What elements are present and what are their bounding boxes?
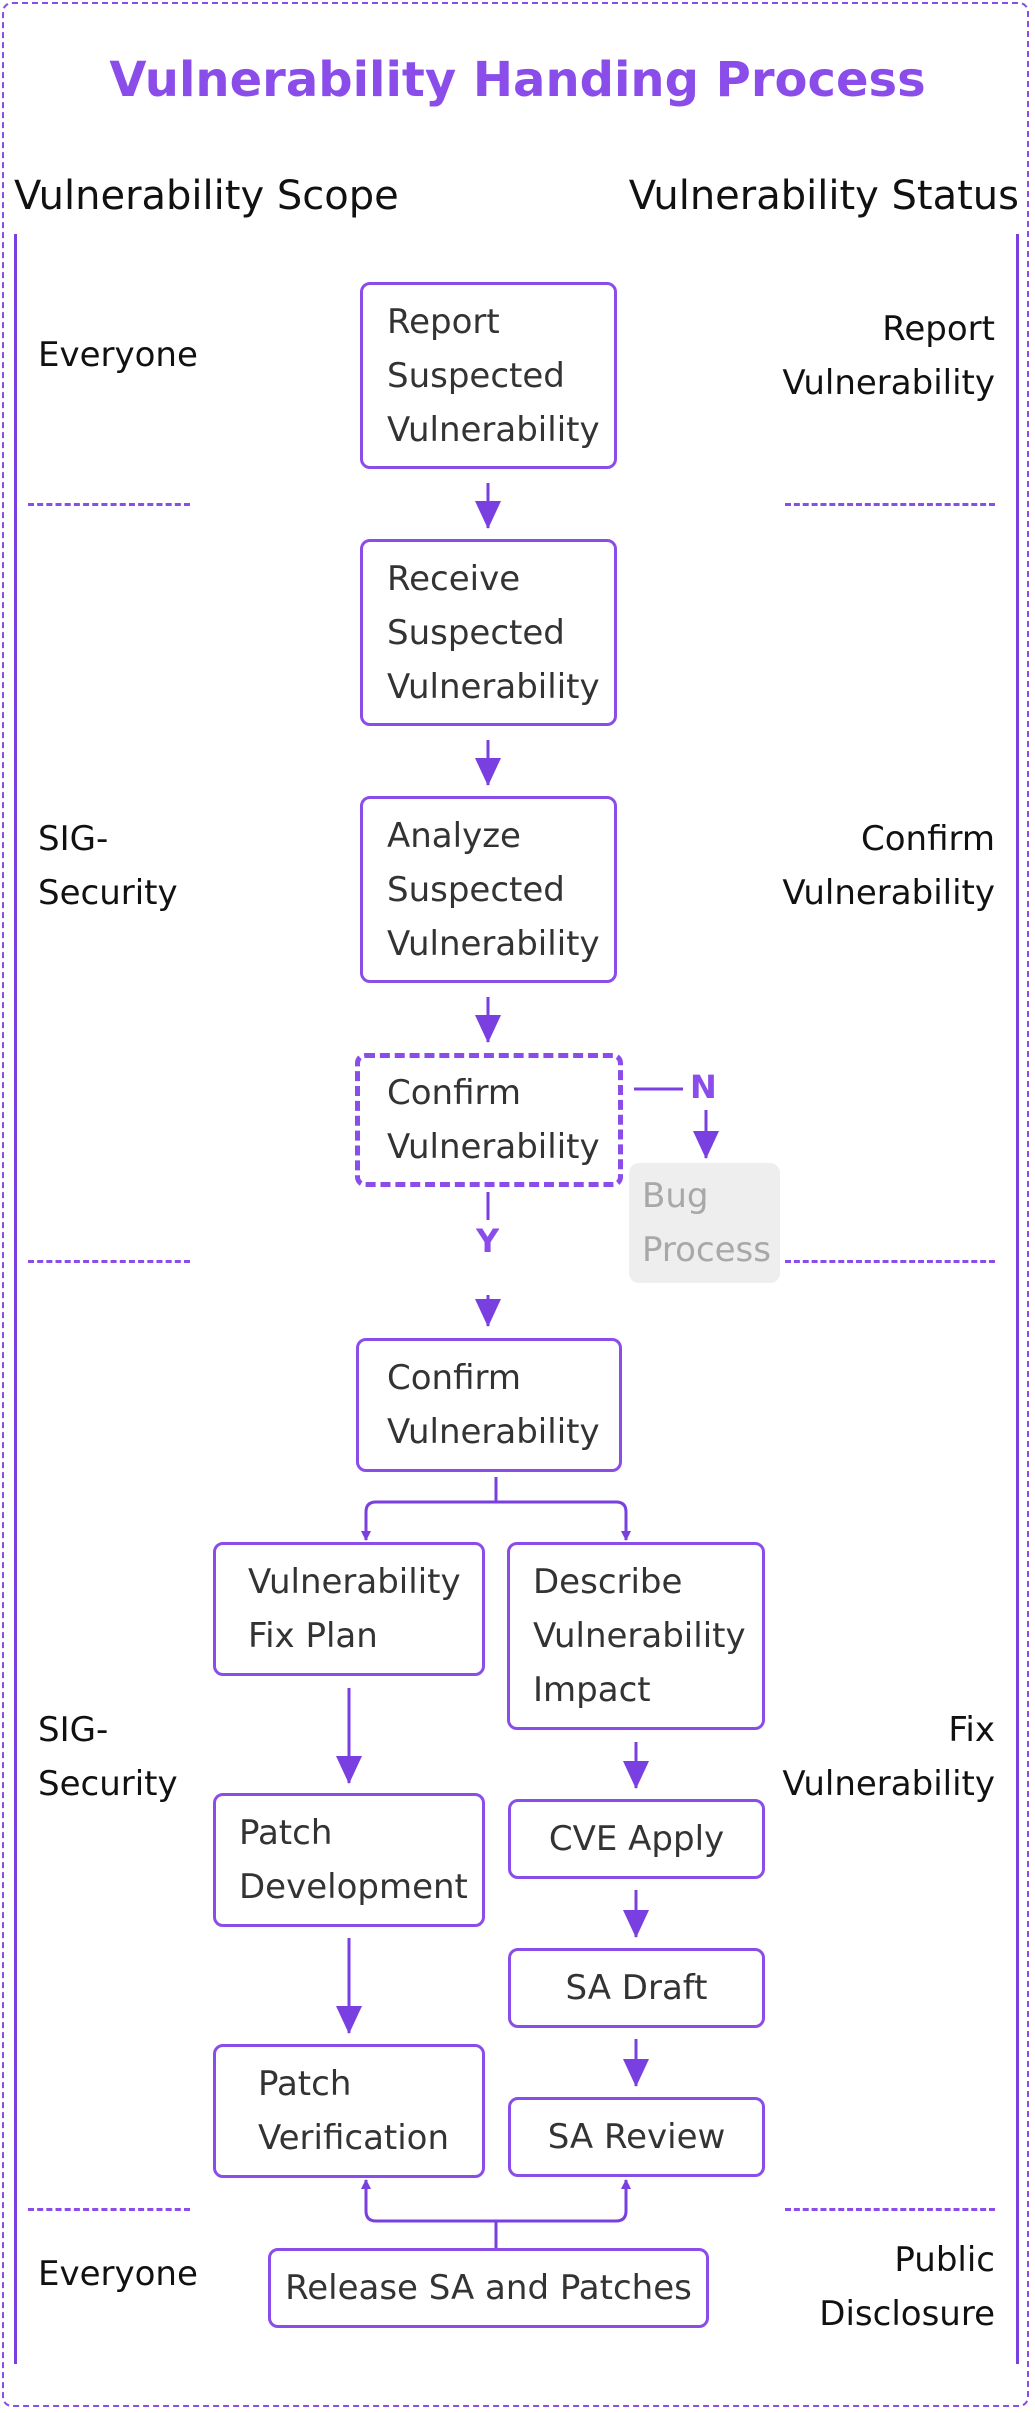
- decision-yes-label: Y: [476, 1222, 500, 1260]
- status-label-confirm: Confirm Vulnerability: [782, 819, 995, 913]
- phase-separator: [785, 2208, 995, 2211]
- status-label-report: Report Vulnerability: [782, 309, 995, 403]
- scope-column-line: [14, 234, 17, 2364]
- status-label-disclosure: Public Disclosure: [819, 2240, 995, 2334]
- step-describe-vulnerability-impact: Describe Vulnerability Impact: [507, 1542, 765, 1730]
- step-sa-draft: SA Draft: [508, 1948, 765, 2028]
- step-report-suspected-vulnerability: Report Suspected Vulnerability: [360, 282, 617, 469]
- step-patch-verification: Patch Verification: [213, 2044, 485, 2178]
- status-column-line: [1016, 234, 1019, 2364]
- scope-label-sig-security: SIG- Security: [38, 1710, 178, 1804]
- step-receive-suspected-vulnerability: Receive Suspected Vulnerability: [360, 539, 617, 726]
- step-vulnerability-fix-plan: Vulnerability Fix Plan: [213, 1542, 485, 1676]
- phase-separator: [785, 503, 995, 506]
- phase-separator: [28, 2208, 190, 2211]
- step-confirm-vulnerability: Confirm Vulnerability: [356, 1338, 622, 1472]
- scope-column-header: Vulnerability Scope: [14, 173, 399, 219]
- scope-label-everyone: Everyone: [38, 335, 198, 375]
- decision-confirm-vulnerability: Confirm Vulnerability: [355, 1053, 623, 1187]
- phase-separator: [28, 1260, 190, 1263]
- scope-label-everyone: Everyone: [38, 2254, 198, 2294]
- phase-separator: [28, 503, 190, 506]
- scope-label-sig-security: SIG- Security: [38, 819, 178, 913]
- step-bug-process: Bug Process: [629, 1163, 780, 1283]
- decision-no-label: N: [690, 1068, 717, 1106]
- diagram-title: Vulnerability Handing Process: [109, 52, 926, 108]
- phase-separator: [785, 1260, 995, 1263]
- status-column-header: Vulnerability Status: [628, 173, 1019, 219]
- step-analyze-suspected-vulnerability: Analyze Suspected Vulnerability: [360, 796, 617, 983]
- step-release-sa-and-patches: Release SA and Patches: [268, 2248, 709, 2328]
- step-sa-review: SA Review: [508, 2097, 765, 2177]
- step-cve-apply: CVE Apply: [508, 1799, 765, 1879]
- step-patch-development: Patch Development: [213, 1793, 485, 1927]
- status-label-fix: Fix Vulnerability: [782, 1710, 995, 1804]
